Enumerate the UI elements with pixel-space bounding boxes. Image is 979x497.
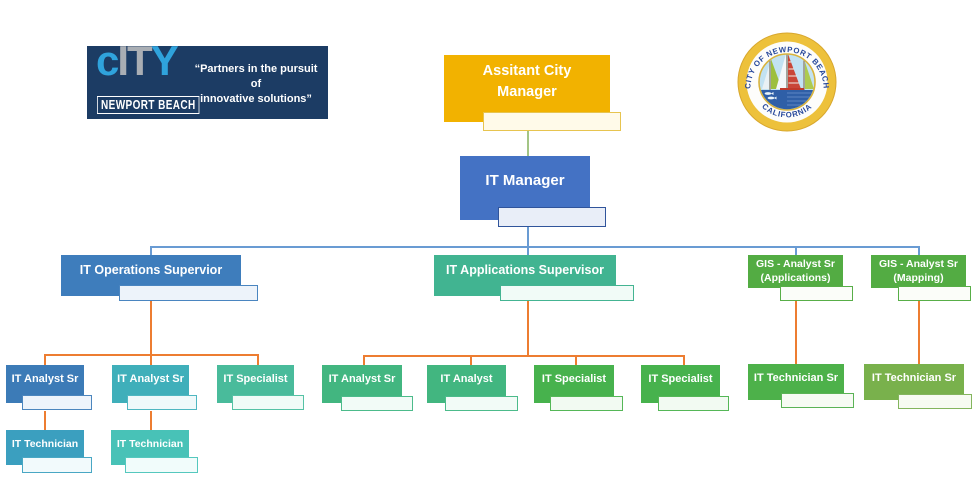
org-node-label: IT Analyst Sr [328,373,396,385]
connector-drop-gis1 [795,246,797,255]
name-plate-it-analyst-apps[interactable] [445,396,518,411]
name-plate-it-technician-sr-2[interactable] [898,394,972,409]
org-node-label: IT Technician [116,438,184,450]
org-node-label-line1: GIS - Analyst Sr [879,257,958,270]
name-plate-it-analyst-sr-ops-2[interactable] [127,395,197,410]
connector-itmanager-down [527,227,529,246]
logo-banner-text: NEWPORT BEACH [97,96,200,114]
org-node-assistant-city-manager[interactable]: Assitant City Manager [444,55,610,122]
logo-letter-y: Y [150,37,179,84]
connector-apps-down [527,301,529,355]
name-plate-it-applications-supervisor[interactable] [500,285,634,301]
connector-drop-a3 [575,355,577,365]
org-node-label: IT Specialist [541,373,607,385]
logo-tagline-line1: “Partners in the pursuit of [194,63,318,90]
name-plate-gis-analyst-sr-mapping[interactable] [898,286,971,301]
connector-drop-o3 [257,354,259,365]
connector-o2-tech2 [150,411,152,430]
connector-acm-itmanager [527,131,529,156]
name-plate-it-analyst-sr-apps[interactable] [341,396,413,411]
newport-beach-logo: cITY NEWPORT BEACH “Partners in the purs… [87,40,328,119]
connector-drop-ops [150,246,152,255]
org-node-label-line2: (Applications) [760,271,831,284]
org-node-label: IT Technician [11,438,79,450]
name-plate-it-technician-sr-1[interactable] [781,393,854,408]
connector-ops-down [150,300,152,354]
connector-drop-a1 [363,355,365,365]
connector-gis1-t1 [795,300,797,364]
org-node-label: IT Technician Sr [871,371,957,384]
name-plate-it-specialist-apps-1[interactable] [550,396,623,411]
org-node-label: IT Analyst Sr [11,373,79,385]
org-node-gis-analyst-sr-applications[interactable]: GIS - Analyst Sr (Applications) [748,255,843,288]
name-plate-it-specialist-apps-2[interactable] [658,396,729,411]
connector-o1-tech1 [44,411,46,430]
connector-drop-gis2 [918,246,920,255]
org-node-label: IT Operations Supervior [79,262,223,277]
org-node-label: IT Analyst Sr [117,373,184,385]
logo-letter-c: c [96,37,119,84]
city-seal: CITY OF NEWPORT BEACH CALIFORNIA [737,32,837,132]
name-plate-assistant-city-manager[interactable] [483,112,621,131]
connector-level2-horizontal [150,246,919,248]
connector-drop-a4 [683,355,685,365]
connector-drop-a2 [470,355,472,365]
name-plate-it-technician-2[interactable] [125,457,198,473]
org-node-label: IT Analyst [440,373,493,385]
org-node-label: Assitant City Manager [482,63,572,100]
connector-gis2-t2 [918,300,920,364]
org-node-label-line1: GIS - Analyst Sr [756,257,835,270]
connector-apps-horizontal [363,355,683,357]
name-plate-gis-analyst-sr-applications[interactable] [780,286,853,301]
logo-tagline: “Partners in the pursuit of innovative s… [192,62,320,107]
org-node-label: IT Specialist [648,373,713,385]
logo-tagline-line2: innovative solutions” [200,92,312,105]
logo-letters-it: IT [117,37,152,84]
name-plate-it-analyst-sr-ops-1[interactable] [22,395,92,410]
connector-drop-apps [527,246,529,255]
org-node-label: IT Technician Sr [753,371,839,384]
logo-city-wordmark: cITY [96,37,179,84]
org-node-label-line2: (Mapping) [893,271,944,284]
org-node-gis-analyst-sr-mapping[interactable]: GIS - Analyst Sr (Mapping) [871,255,966,288]
seal-harbor-scene [759,54,815,110]
connector-drop-o1 [44,354,46,365]
org-node-label: IT Specialist [223,373,288,385]
name-plate-it-operations-supervisor[interactable] [119,285,258,301]
org-node-label: IT Manager [485,171,565,189]
seal-fish [764,92,777,100]
connector-drop-o2 [150,354,152,365]
name-plate-it-specialist-ops[interactable] [232,395,304,410]
name-plate-it-manager[interactable] [498,207,606,227]
name-plate-it-technician-1[interactable] [22,457,92,473]
org-node-label: IT Applications Supervisor [446,262,604,277]
